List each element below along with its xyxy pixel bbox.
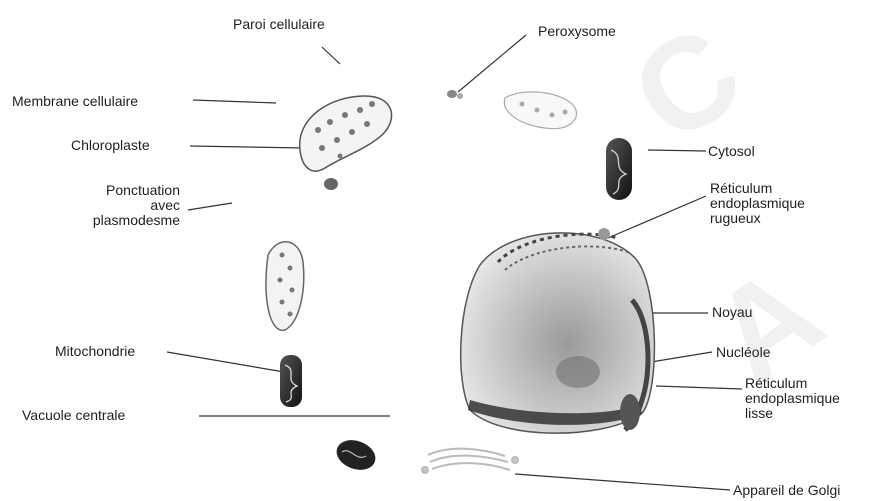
label-chloroplaste: Chloroplaste	[71, 138, 150, 153]
leader-mitochondrie	[167, 352, 284, 372]
label-rer-line2: endoplasmique	[710, 196, 805, 211]
peroxysome-shape	[447, 90, 463, 99]
chloroplaste-shape	[300, 96, 392, 190]
label-rel: Réticulum endoplasmique lisse	[745, 376, 840, 421]
label-cytosol: Cytosol	[708, 144, 755, 159]
label-rer-line3: rugueux	[710, 211, 805, 226]
leader-golgi	[515, 474, 730, 490]
leader-paroi	[322, 47, 340, 64]
leader-peroxysome	[458, 35, 526, 92]
cytosol-body-shape	[606, 138, 632, 200]
mitochondrie-small-shape	[332, 435, 379, 475]
label-ponctuation: Ponctuation avec plasmodesme	[62, 183, 180, 228]
leader-lines	[167, 35, 742, 490]
leader-rer	[608, 196, 706, 238]
label-peroxysome: Peroxysome	[538, 24, 616, 39]
leader-rel	[656, 386, 742, 389]
label-nucleole: Nucléole	[716, 345, 770, 360]
label-membrane: Membrane cellulaire	[12, 94, 138, 109]
chloroplaste-vertical-shape	[266, 242, 304, 331]
golgi-shape	[422, 449, 518, 473]
label-ponctuation-line1: Ponctuation	[62, 183, 180, 198]
label-ponctuation-line2: avec	[62, 198, 180, 213]
leader-membrane	[193, 100, 276, 103]
leader-cytosol	[648, 150, 706, 151]
label-vacuole: Vacuole centrale	[22, 408, 125, 423]
label-rel-line3: lisse	[745, 406, 840, 421]
label-golgi: Appareil de Golgi	[733, 483, 840, 498]
leader-ponctuation	[188, 203, 232, 210]
label-rel-line2: endoplasmique	[745, 391, 840, 406]
leader-chloroplaste	[190, 146, 305, 148]
nucleole-shape	[556, 356, 600, 388]
label-paroi: Paroi cellulaire	[233, 17, 325, 32]
label-ponctuation-line3: plasmodesme	[62, 213, 180, 228]
chloroplaste-faint-shape	[504, 92, 576, 129]
label-noyau: Noyau	[712, 305, 752, 320]
label-rer-line1: Réticulum	[710, 181, 805, 196]
label-rer: Réticulum endoplasmique rugueux	[710, 181, 805, 226]
label-rel-line1: Réticulum	[745, 376, 840, 391]
mitochondrie-shape	[280, 355, 302, 407]
label-mitochondrie: Mitochondrie	[55, 344, 135, 359]
